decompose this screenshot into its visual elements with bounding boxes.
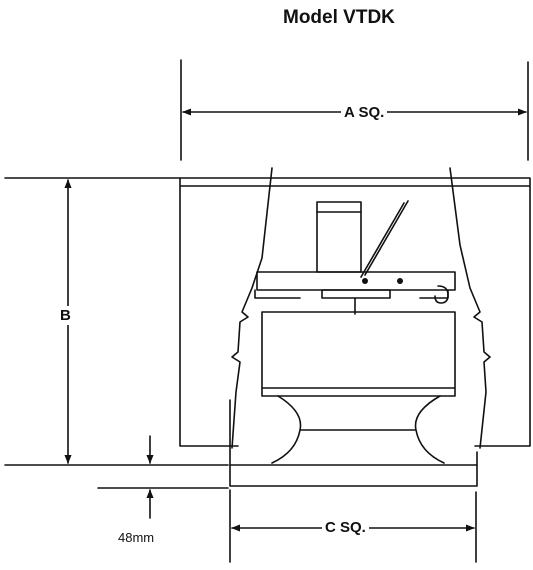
- diagram-title: Model VTDK: [283, 7, 395, 28]
- dimension-label-a: A SQ.: [341, 105, 388, 120]
- inlet-cone: [271, 395, 445, 464]
- right-inner-wall: [449, 167, 491, 449]
- fan-wheel: [261, 311, 456, 397]
- dimension-label-c: C SQ.: [322, 520, 369, 535]
- plate-clip: [434, 285, 449, 304]
- motor-plate: [254, 271, 456, 299]
- drive-arm: [360, 200, 409, 278]
- base-plate: [229, 399, 478, 487]
- shaft-bracket: [321, 289, 391, 299]
- left-inner-wall: [231, 167, 273, 449]
- bolt-dot: [362, 278, 368, 284]
- housing-outline: [179, 177, 531, 447]
- bolt-dot: [397, 278, 403, 284]
- dimension-label-b: B: [58, 306, 73, 325]
- dimension-label-base-height: 48mm: [118, 530, 155, 545]
